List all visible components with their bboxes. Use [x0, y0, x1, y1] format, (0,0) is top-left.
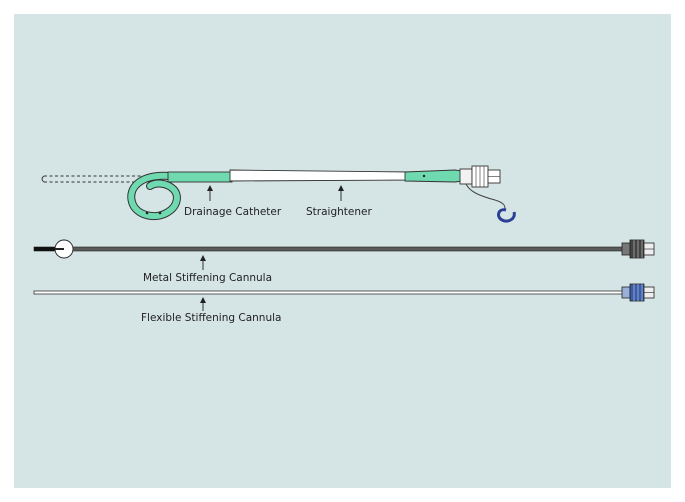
flexible-cannula-label: Flexible Stiffening Cannula: [141, 312, 281, 324]
flexible-stiffening-cannula: [33, 283, 655, 302]
flexible-cannula-shaft: [33, 290, 625, 295]
metal-cannula-callout: Metal Stiffening Cannula: [143, 255, 272, 284]
flexible-cannula-callout: Flexible Stiffening Cannula: [141, 297, 281, 324]
flexible-cannula-hub: [621, 283, 655, 302]
drainage-hole: [145, 211, 149, 215]
catheter-shaft: [167, 171, 233, 183]
catheter-hub-collar: [404, 169, 463, 183]
metal-stiffening-cannula: [33, 239, 655, 259]
catheter-luer-hub: [459, 165, 501, 188]
straightener-callout: Straightener: [306, 185, 372, 218]
string-hook-icon: [497, 208, 516, 223]
drainage-catheter-label: Drainage Catheter: [184, 206, 282, 218]
drainage-catheter-assembly: [41, 165, 516, 223]
metal-cannula-shaft: [33, 246, 625, 252]
tip-detail-magnifier-icon: [54, 239, 74, 259]
straightener-label: Straightener: [306, 206, 372, 218]
metal-cannula-hub: [621, 239, 655, 259]
straightener-tube: [229, 169, 411, 182]
metal-cannula-label: Metal Stiffening Cannula: [143, 272, 272, 284]
drainage-hole: [158, 211, 162, 215]
drainage-catheter-callout: Drainage Catheter: [184, 185, 282, 218]
locking-string: [465, 183, 506, 211]
